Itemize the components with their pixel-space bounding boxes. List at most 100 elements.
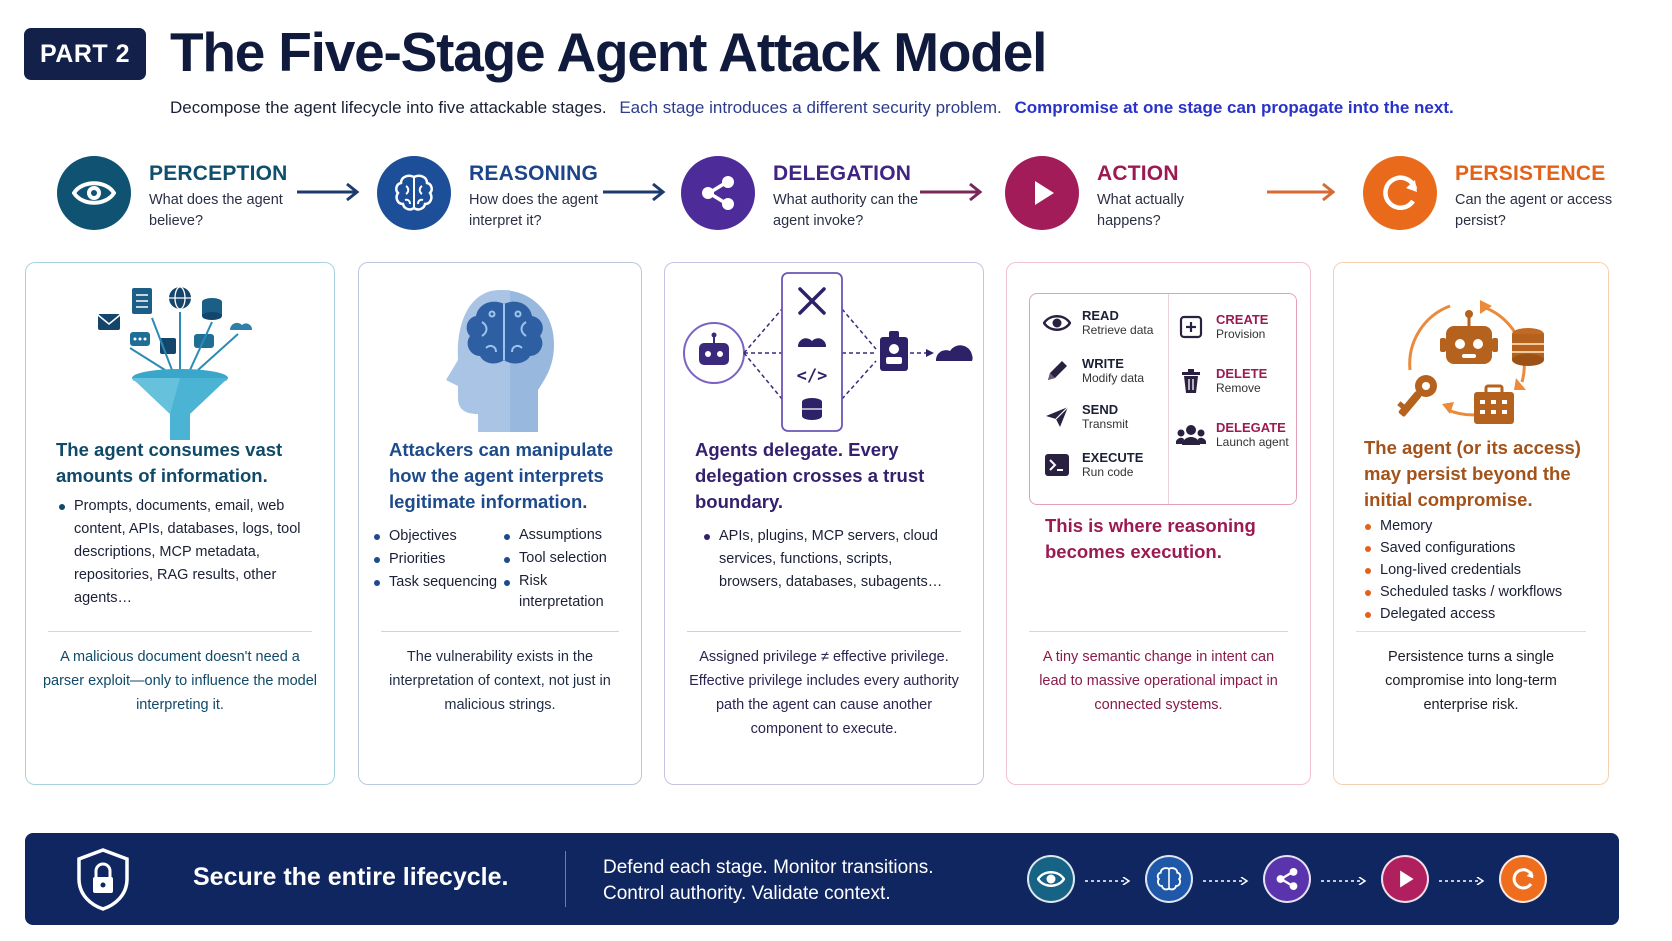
subtitle-part-1: Decompose the agent lifecycle into five …	[170, 98, 607, 117]
card-footer: A malicious document doesn't need a pars…	[42, 649, 318, 713]
action-desc: Retrieve data	[1082, 323, 1154, 337]
card-perception: The agent consumes vast amounts of infor…	[25, 262, 335, 785]
bullet-item: Scheduled tasks / workflows	[1364, 581, 1594, 603]
card-heading: The agent (or its access) may persist be…	[1364, 437, 1581, 510]
part-badge: PART 2	[24, 28, 146, 80]
card-heading: Agents delegate. Every delegation crosse…	[695, 439, 925, 512]
bullet-item: Tool selection	[503, 548, 623, 569]
action-label: CREATE	[1216, 312, 1269, 327]
arrow-icon	[603, 182, 666, 202]
bullet-item: Prompts, documents, email, web content, …	[58, 495, 308, 610]
subtitle-part-3: Compromise at one stage can propagate in…	[1014, 98, 1454, 117]
stage-name: PERCEPTION	[149, 162, 288, 185]
action-desc: Remove	[1216, 381, 1261, 395]
divider	[687, 631, 961, 632]
stage-name: PERSISTENCE	[1455, 162, 1606, 185]
play-icon	[1381, 855, 1429, 903]
card-delegation: </> Agents delegate. Every delegation cr…	[664, 262, 984, 785]
bullet-item: Objectives	[373, 525, 513, 548]
shield-lock-icon	[75, 847, 131, 916]
refresh-icon	[1499, 855, 1547, 903]
banner-text: Defend each stage. Monitor transitions. …	[603, 855, 934, 907]
banner-divider	[565, 851, 566, 907]
card-bullets: APIs, plugins, MCP servers, cloud servic…	[703, 525, 943, 594]
users-icon	[1176, 420, 1206, 450]
banner-line: Control authority. Validate context.	[603, 883, 891, 904]
terminal-icon	[1042, 450, 1072, 480]
card-reasoning: Attackers can manipulate how the agent i…	[358, 262, 642, 785]
head-brain-illustration	[359, 277, 641, 447]
card-heading: This is where reasoning becomes executio…	[1045, 515, 1256, 562]
bullet-item: APIs, plugins, MCP servers, cloud servic…	[703, 525, 943, 594]
bullet-item: Risk interpretation	[503, 571, 623, 613]
bullet-item: Long-lived credentials	[1364, 559, 1594, 581]
dashed-arrow-icon	[1321, 877, 1367, 885]
brain-icon	[377, 156, 451, 230]
card-footer: The vulnerability exists in the interpre…	[389, 649, 611, 713]
bullet-item: Priorities	[373, 548, 513, 571]
play-icon	[1005, 156, 1079, 230]
eye-icon	[57, 156, 131, 230]
bullet-item: Saved configurations	[1364, 537, 1594, 559]
page-subtitle: Decompose the agent lifecycle into five …	[170, 98, 1454, 118]
action-label: SEND	[1082, 402, 1119, 417]
dashed-arrow-icon	[1085, 877, 1131, 885]
card-bullets-left: Objectives Priorities Task sequencing	[373, 525, 513, 594]
stage-reasoning: REASONING How does the agent interpret i…	[377, 156, 609, 232]
divider	[1356, 631, 1586, 632]
stage-name: DELEGATION	[773, 162, 912, 185]
card-footer: A tiny semantic change in intent can lea…	[1039, 649, 1278, 713]
refresh-icon	[1363, 156, 1437, 230]
dashed-arrow-icon	[1203, 877, 1249, 885]
action-label: DELEGATE	[1216, 420, 1286, 435]
action-label: READ	[1082, 308, 1119, 323]
share-icon	[681, 156, 755, 230]
subtitle-part-2: Each stage introduces a different securi…	[619, 98, 1002, 117]
share-icon	[1263, 855, 1311, 903]
card-footer: Assigned privilege ≠ effective privilege…	[689, 649, 959, 737]
page-title: The Five-Stage Agent Attack Model	[170, 21, 1047, 83]
banner-line: Defend each stage. Monitor transitions.	[603, 857, 934, 878]
eye-icon	[1042, 308, 1072, 338]
svg-text:</>: </>	[797, 366, 828, 386]
action-desc: Launch agent	[1216, 435, 1289, 449]
action-label: WRITE	[1082, 356, 1124, 371]
banner-title: Secure the entire lifecycle.	[193, 863, 509, 891]
action-desc: Provision	[1216, 327, 1266, 341]
stage-question: What authority can the agent invoke?	[773, 192, 919, 229]
stage-delegation: DELEGATION What authority can the agent …	[681, 156, 923, 232]
summary-banner: Secure the entire lifecycle. Defend each…	[25, 833, 1619, 925]
action-label: EXECUTE	[1082, 450, 1144, 465]
action-desc: Modify data	[1082, 371, 1145, 385]
send-icon	[1042, 402, 1072, 432]
dashed-arrow-icon	[1439, 877, 1485, 885]
card-persistence: The agent (or its access) may persist be…	[1333, 262, 1609, 785]
card-heading: Attackers can manipulate how the agent i…	[389, 439, 614, 512]
card-heading: The agent consumes vast amounts of infor…	[56, 439, 283, 486]
card-bullets: Prompts, documents, email, web content, …	[58, 495, 308, 610]
stage-question: What actually happens?	[1097, 192, 1185, 229]
pencil-icon	[1042, 356, 1072, 386]
divider	[1029, 631, 1288, 632]
stage-question: What does the agent believe?	[149, 192, 283, 229]
bullet-item: Delegated access	[1364, 603, 1594, 625]
stage-question: Can the agent or access persist?	[1455, 192, 1613, 229]
card-footer: Persistence turns a single compromise in…	[1385, 649, 1557, 713]
divider	[381, 631, 619, 632]
stage-question: How does the agent interpret it?	[469, 192, 598, 229]
arrow-icon	[297, 182, 360, 202]
persistence-cycle-illustration	[1334, 277, 1608, 447]
bullet-item: Assumptions	[503, 525, 623, 546]
bullet-item: Memory	[1364, 515, 1594, 537]
stage-persistence: PERSISTENCE Can the agent or access pers…	[1363, 156, 1625, 232]
trash-icon	[1176, 366, 1206, 396]
card-bullets-right: Assumptions Tool selection Risk interpre…	[503, 525, 623, 613]
